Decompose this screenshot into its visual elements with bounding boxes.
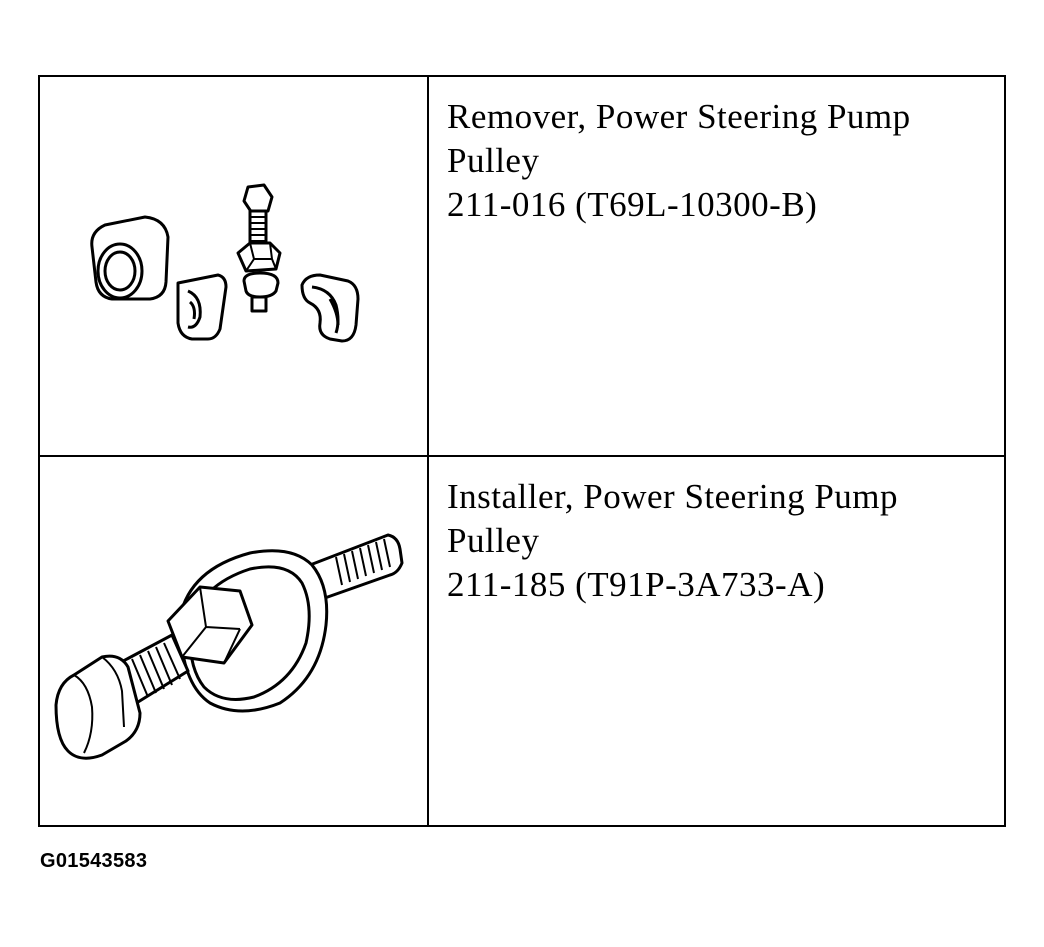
tool-part-number: 211-016 (T69L-10300-B) — [447, 185, 818, 224]
tool-description: Remover, Power Steering Pump Pulley 211-… — [447, 95, 994, 227]
pulley-remover-tool-icon — [90, 183, 360, 343]
tool-description: Installer, Power Steering Pump Pulley 21… — [447, 475, 994, 607]
tool-name-line2: Pulley — [447, 521, 540, 560]
special-tools-table: Remover, Power Steering Pump Pulley 211-… — [38, 75, 1006, 827]
tool-name-line2: Pulley — [447, 141, 540, 180]
tool-row-remover: Remover, Power Steering Pump Pulley 211-… — [40, 77, 1004, 457]
pulley-installer-tool-icon — [54, 533, 404, 760]
figure-id: G01543583 — [40, 850, 148, 872]
tool-image-cell — [40, 77, 429, 455]
tool-row-installer: Installer, Power Steering Pump Pulley 21… — [40, 457, 1004, 825]
tool-name-line1: Remover, Power Steering Pump — [447, 97, 911, 136]
tool-part-number: 211-185 (T91P-3A733-A) — [447, 565, 826, 604]
tool-image-cell — [40, 457, 429, 825]
tool-name-line1: Installer, Power Steering Pump — [447, 477, 899, 516]
